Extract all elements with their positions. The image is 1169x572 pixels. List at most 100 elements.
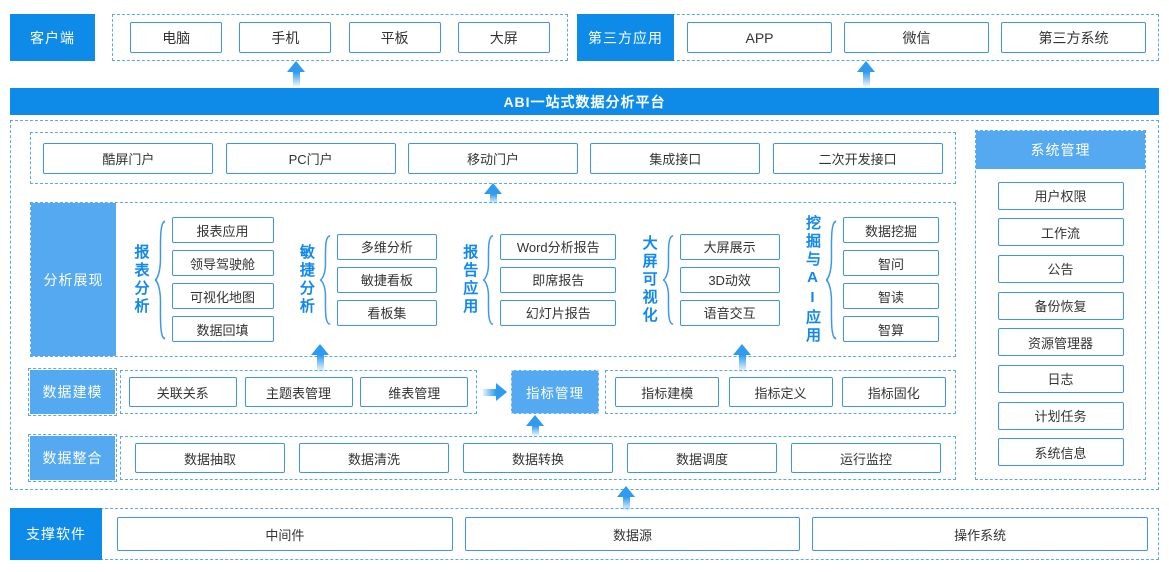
brace-icon <box>482 234 494 325</box>
support-label: 支撑软件 <box>10 508 102 560</box>
third-party-container: APP 微信第三方系统 <box>577 14 1159 61</box>
third-party-box: APP <box>687 22 832 53</box>
analysis-group-bigscreen: 大屏可视化 大屏展示 3D动效语音交互 <box>640 233 780 326</box>
feature-box: 智算 <box>843 316 939 342</box>
up-arrow <box>311 344 329 372</box>
brace-icon <box>662 234 674 325</box>
analysis-group-reporting: 报告应用 Word分析报告即席报告幻灯片报告 <box>461 233 617 326</box>
brace-icon <box>154 219 165 340</box>
indicator-box: 指标建模 <box>615 377 720 407</box>
portal-box: 移动门户 <box>407 142 578 174</box>
group-items: 多维分析敏捷看板看板集 <box>336 233 437 326</box>
group-label: 报表分析 <box>132 243 150 316</box>
portal-box: 酷屏门户 <box>43 142 214 174</box>
third-party-box: 第三方系统 <box>1001 22 1146 53</box>
portal-row: 酷屏门户 PC门户移动门户集成接口二次开发接口 <box>30 132 956 184</box>
analysis-label: 分析展现 <box>31 203 116 356</box>
feature-box: 看板集 <box>336 299 437 326</box>
third-party-label: 第三方应用 <box>577 14 674 61</box>
analysis-content: 报表分析 报表应用领导驾驶舱可视化地图数据回填 敏捷分析 多维分析敏捷看板看板集 <box>116 203 955 356</box>
feature-box: 多维分析 <box>336 233 437 260</box>
client-label: 客户端 <box>10 14 95 61</box>
up-arrow <box>617 486 635 511</box>
integration-box: 运行监控 <box>791 443 941 473</box>
group-items: 大屏展示 3D动效语音交互 <box>679 233 780 326</box>
indicator-box: 指标定义 <box>728 377 833 407</box>
platform-container <box>10 120 1159 490</box>
client-devices-container: 电脑手机平板大屏 <box>112 14 568 61</box>
feature-box: 数据挖掘 <box>843 217 939 243</box>
client-device-box: 电脑 <box>130 22 223 53</box>
analysis-group-agile: 敏捷分析 多维分析敏捷看板看板集 <box>297 233 437 326</box>
support-container: 中间件数据源操作系统 <box>10 508 1159 560</box>
system-management-column: 系统管理 用户权限工作流公告备份恢复资源管理器日志计划任务系统信息 <box>975 130 1146 480</box>
right-arrow <box>483 383 507 401</box>
brace-icon <box>319 234 331 325</box>
portal-box: 二次开发接口 <box>772 142 943 174</box>
group-items: Word分析报告即席报告幻灯片报告 <box>500 233 617 326</box>
modeling-box: 维表管理 <box>360 377 469 407</box>
group-items: 报表应用领导驾驶舱可视化地图数据回填 <box>171 217 274 342</box>
portal-box: 集成接口 <box>590 142 761 174</box>
system-management-label: 系统管理 <box>976 131 1145 169</box>
feature-box: 可视化地图 <box>171 283 274 309</box>
up-arrow <box>733 344 751 372</box>
system-box: 系统信息 <box>997 438 1124 467</box>
group-label: 挖掘与AI应用 <box>804 214 821 345</box>
up-arrow <box>484 183 502 204</box>
feature-box: 智问 <box>843 250 939 276</box>
up-arrow <box>857 61 875 87</box>
support-box: 中间件 <box>117 517 453 551</box>
indicator-items-container: 指标建模指标定义指标固化 <box>605 370 956 414</box>
up-arrow <box>526 415 544 436</box>
system-box: 计划任务 <box>997 401 1124 430</box>
platform-banner: ABI一站式数据分析平台 <box>10 88 1159 115</box>
integration-box: 数据清洗 <box>299 443 449 473</box>
system-box: 备份恢复 <box>997 291 1124 320</box>
modeling-box: 主题表管理 <box>244 377 353 407</box>
system-box: 资源管理器 <box>997 328 1124 357</box>
modeling-items-container: 关联关系主题表管理维表管理 <box>120 370 477 414</box>
indicator-management-label: 指标管理 <box>511 370 599 414</box>
group-label: 敏捷分析 <box>297 243 315 316</box>
support-box: 数据源 <box>464 517 801 551</box>
integration-label: 数据整合 <box>28 434 117 482</box>
feature-box: 幻灯片报告 <box>500 299 617 326</box>
analysis-group-ai: 挖掘与AI应用 数据挖掘智问智读智算 <box>804 214 939 345</box>
system-box: 日志 <box>997 364 1124 393</box>
group-label: 大屏可视化 <box>640 234 658 325</box>
system-box: 公告 <box>997 254 1124 283</box>
system-box: 用户权限 <box>997 181 1124 210</box>
integration-box: 数据调度 <box>627 443 777 473</box>
feature-box: 报表应用 <box>171 217 274 243</box>
integration-box: 数据转换 <box>463 443 613 473</box>
modeling-label: 数据建模 <box>28 368 117 416</box>
up-arrow <box>287 61 305 87</box>
indicator-box: 指标固化 <box>841 377 946 407</box>
client-device-box: 大屏 <box>457 22 550 53</box>
feature-box: 3D动效 <box>679 266 780 293</box>
system-items: 用户权限工作流公告备份恢复资源管理器日志计划任务系统信息 <box>976 169 1145 479</box>
client-device-box: 平板 <box>348 22 441 53</box>
integration-box: 数据抽取 <box>135 443 285 473</box>
client-device-box: 手机 <box>239 22 332 53</box>
feature-box: 领导驾驶舱 <box>171 250 274 276</box>
feature-box: 即席报告 <box>500 266 617 293</box>
feature-box: 语音交互 <box>679 299 780 326</box>
feature-box: Word分析报告 <box>500 233 617 260</box>
feature-box: 数据回填 <box>171 316 274 342</box>
modeling-box: 关联关系 <box>128 377 237 407</box>
brace-icon <box>825 219 837 340</box>
group-label: 报告应用 <box>461 243 479 316</box>
feature-box: 大屏展示 <box>679 233 780 260</box>
third-party-box: 微信 <box>844 22 989 53</box>
support-box: 操作系统 <box>812 517 1149 551</box>
system-box: 工作流 <box>997 218 1124 247</box>
group-items: 数据挖掘智问智读智算 <box>843 217 939 342</box>
feature-box: 敏捷看板 <box>336 266 437 293</box>
portal-box: PC门户 <box>225 142 396 174</box>
analysis-group-report: 报表分析 报表应用领导驾驶舱可视化地图数据回填 <box>132 217 274 342</box>
integration-items-container: 数据抽取数据清洗数据转换数据调度运行监控 <box>120 436 956 480</box>
feature-box: 智读 <box>843 283 939 309</box>
